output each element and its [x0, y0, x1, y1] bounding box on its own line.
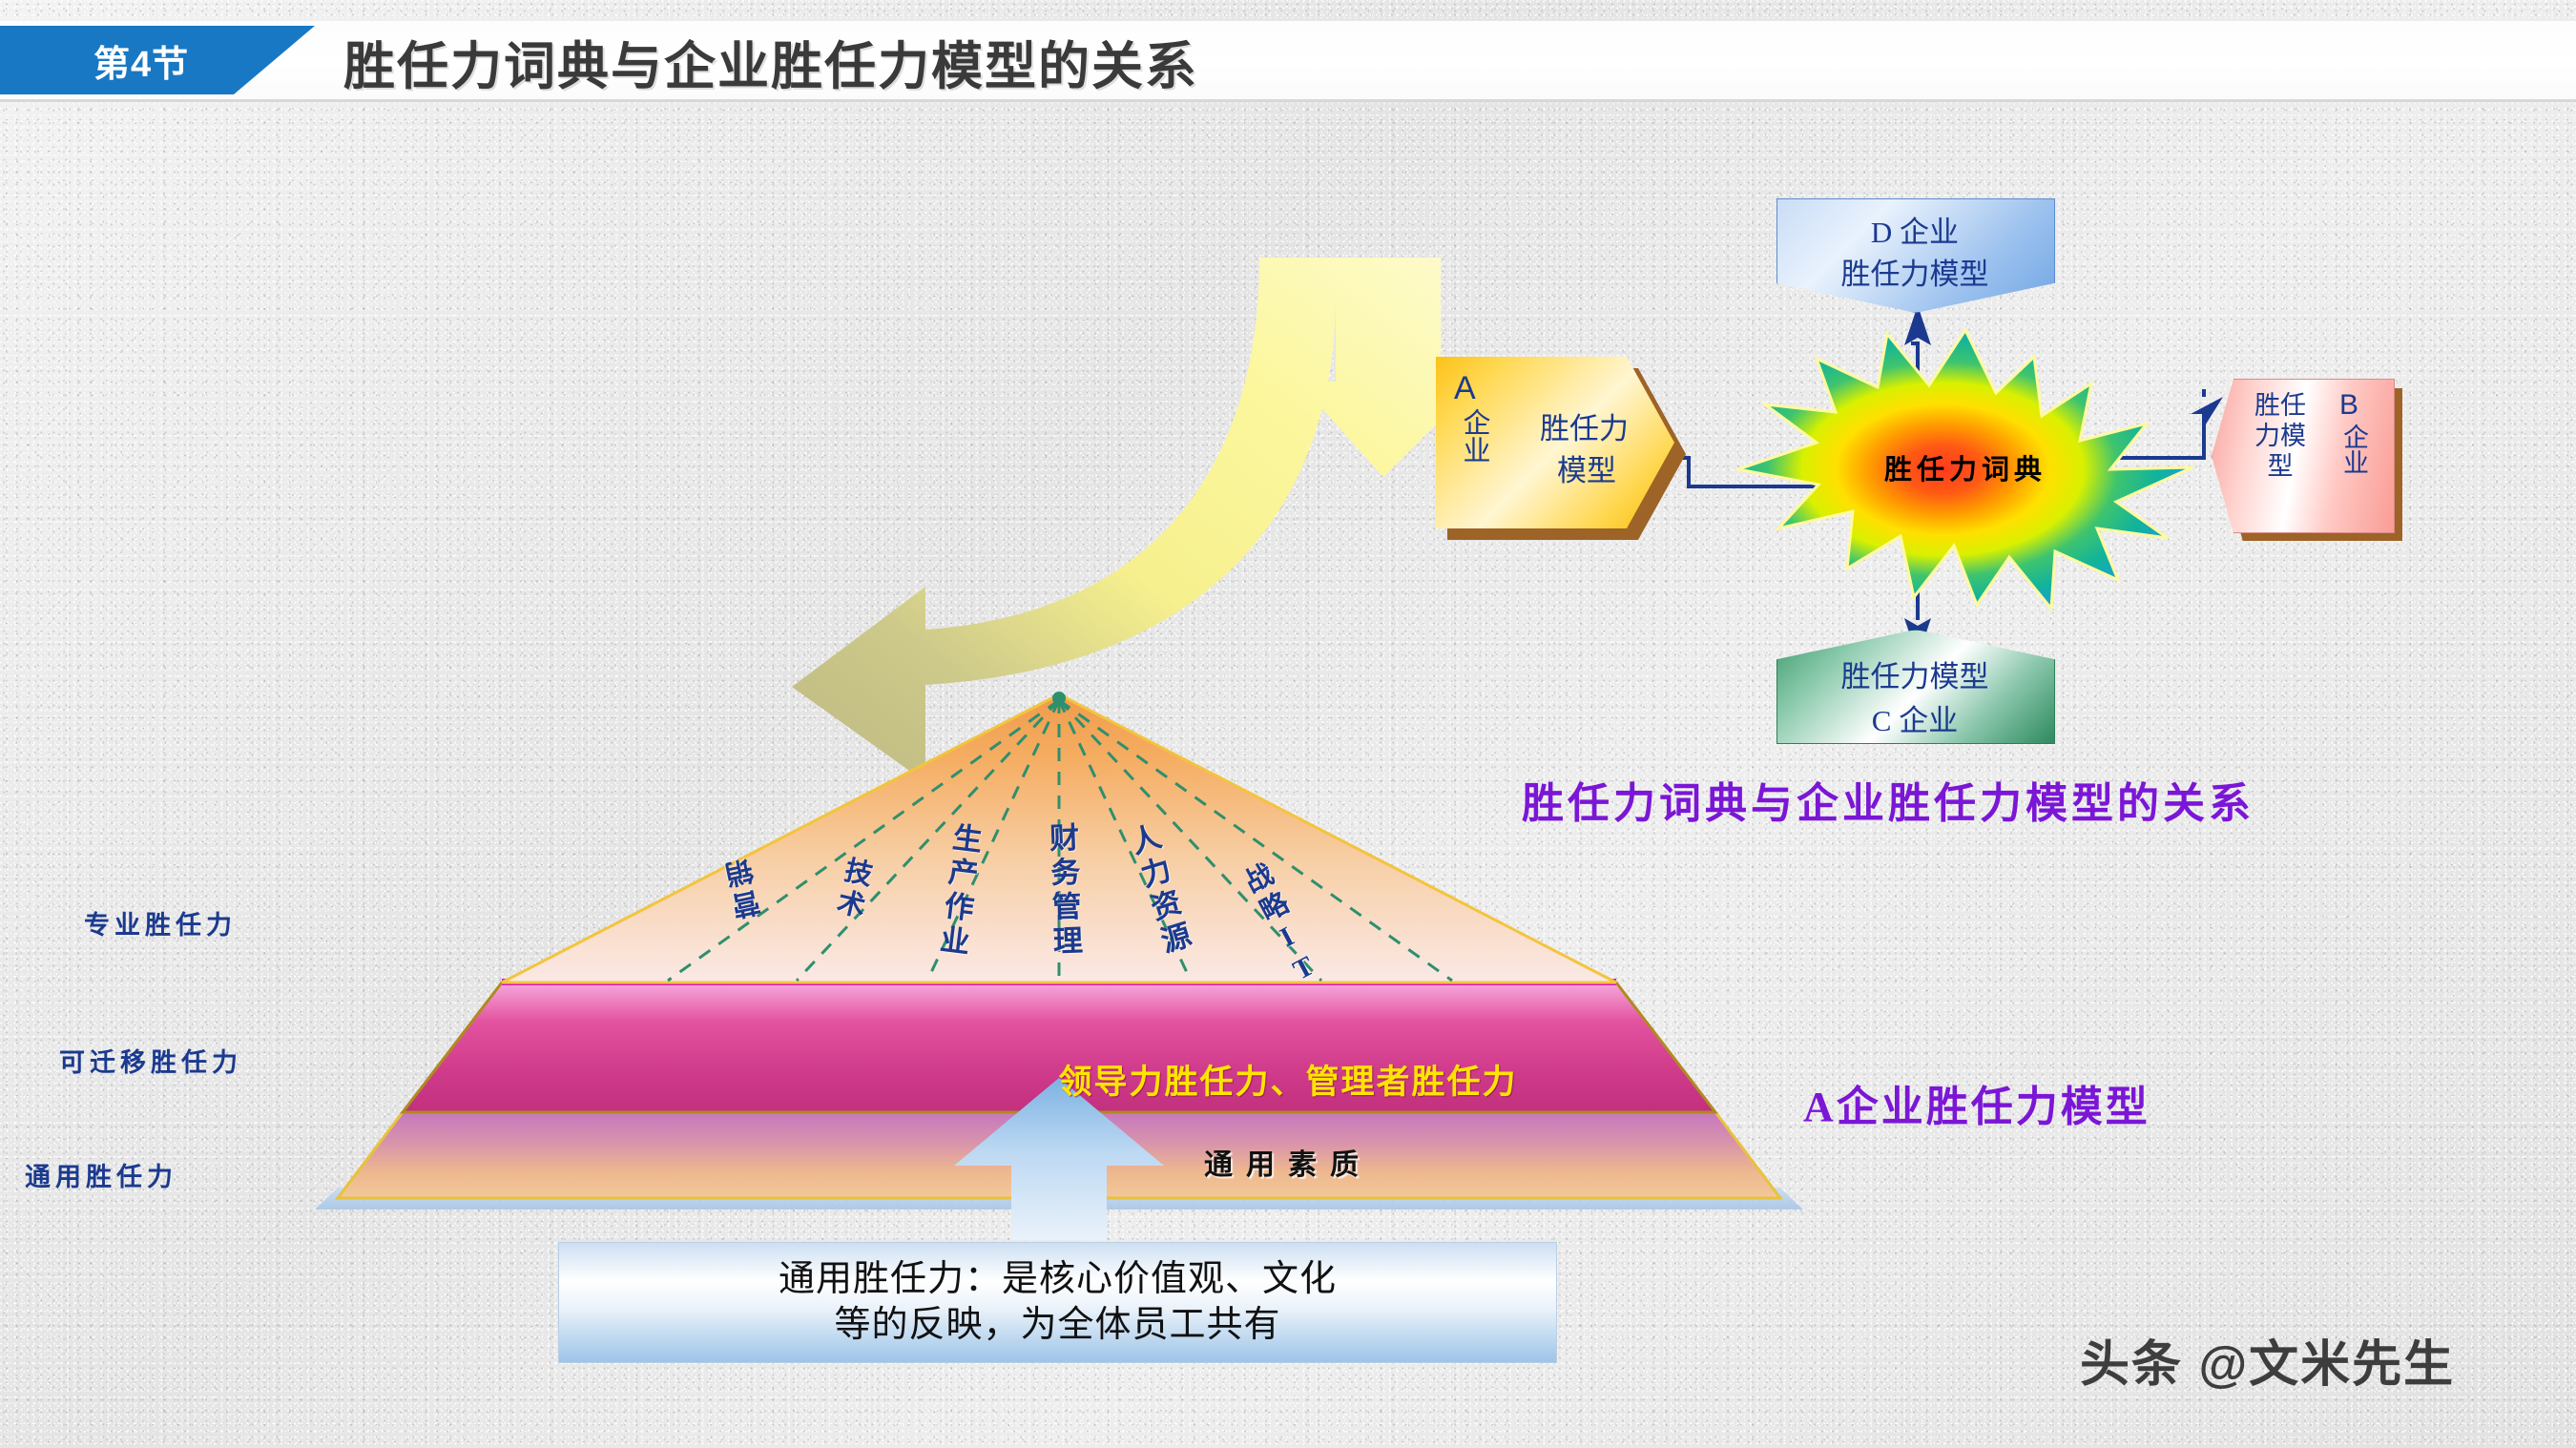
node-a-enterprise: [1436, 357, 1674, 528]
node-c-line1: 胜任力模型: [1840, 660, 1989, 693]
general-competency-callout: 通用胜任力：是核心价值观、文化 等的反映，为全体员工共有: [558, 1242, 1557, 1363]
node-a-org: 企业: [1459, 408, 1489, 464]
pyramid-caption: A企业胜任力模型: [1803, 1084, 2150, 1130]
pyramid-label-professional: 专业胜任力: [84, 911, 237, 940]
node-d-line2: 胜任力模型: [1840, 258, 1989, 291]
node-c-line2: C 企业: [1871, 704, 1959, 737]
callout-line-2: 等的反映，为全体员工共有: [834, 1304, 1281, 1345]
node-b-code: B: [2339, 389, 2359, 421]
pyramid-label-transferable: 可迁移胜任力: [59, 1048, 242, 1077]
header-band: [0, 21, 2576, 99]
pyramid-middle-band-text: 领导力胜任力、管理者胜任力: [1058, 1064, 1518, 1101]
watermark: 头条 @文米先生: [2080, 1337, 2456, 1393]
diagram-caption: 胜任力词典与企业胜任力模型的关系: [1522, 780, 2254, 827]
curved-flow-arrow: [792, 258, 1479, 782]
pyramid-column-finance: 财务管理: [1044, 821, 1083, 961]
section-tag-label: 第4节: [93, 44, 190, 85]
competency-dictionary-starburst: [1736, 326, 2193, 610]
node-b-org: 企业: [2339, 424, 2368, 475]
pyramid-base-band-text: 通用素质: [1204, 1149, 1372, 1181]
node-a-code: A: [1454, 370, 1476, 406]
competency-pyramid: [315, 692, 1803, 1240]
callout-line-1: 通用胜任力：是核心价值观、文化: [778, 1259, 1337, 1300]
page-title: 胜任力词典与企业胜任力模型的关系: [343, 37, 1198, 95]
header-divider: [0, 99, 2576, 102]
pyramid-label-general: 通用胜任力: [25, 1163, 177, 1191]
node-b-model: 胜任力模型: [2254, 391, 2306, 481]
node-b-enterprise: [2212, 379, 2395, 533]
node-a-model-line2: 模型: [1557, 454, 1616, 487]
node-a-model-line1: 胜任力: [1540, 412, 1629, 445]
node-d-line1: D 企业: [1870, 216, 1960, 249]
